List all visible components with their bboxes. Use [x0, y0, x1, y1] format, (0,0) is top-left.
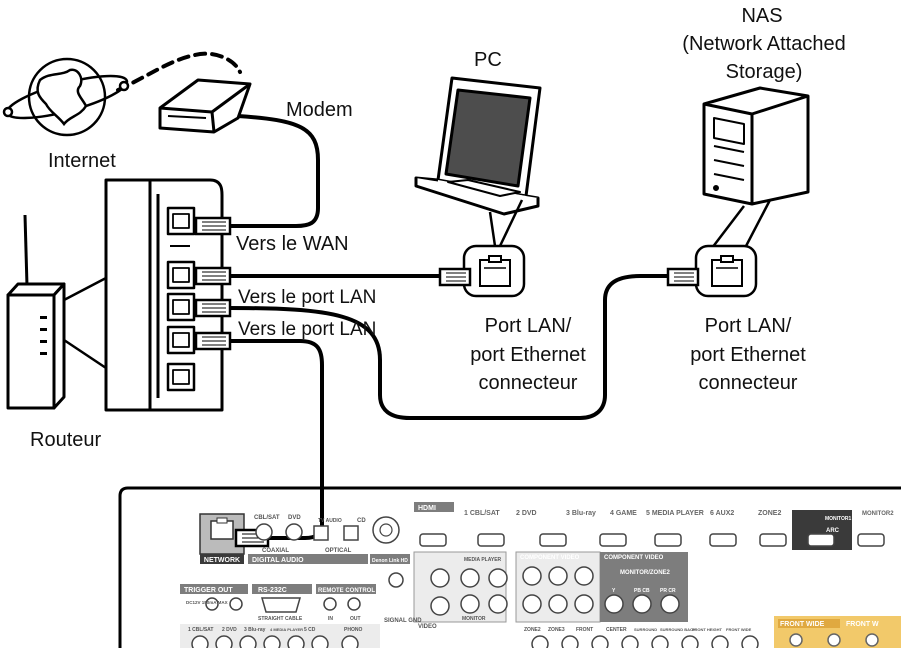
svg-text:VIDEO: VIDEO [418, 624, 437, 630]
svg-text:2 DVD: 2 DVD [222, 627, 237, 633]
hdmi-label: HDMI [418, 505, 436, 512]
internet-dashed-link [116, 51, 242, 92]
svg-text:FRONT WIDE: FRONT WIDE [726, 627, 752, 632]
svg-text:4 MEDIA PLAYER: 4 MEDIA PLAYER [270, 627, 303, 632]
wan-cable [226, 114, 320, 228]
nas-label-3: Storage) [726, 61, 803, 83]
svg-text:MEDIA PLAYER: MEDIA PLAYER [464, 557, 502, 563]
svg-text:PR CR: PR CR [660, 588, 676, 594]
pc-callout [488, 199, 524, 247]
router-zoom-callout [63, 276, 107, 370]
svg-text:DVD: DVD [288, 515, 301, 521]
nas-label-2: (Network Attached [682, 33, 845, 55]
svg-text:PB CB: PB CB [634, 588, 650, 594]
svg-text:3 Blu-ray: 3 Blu-ray [566, 510, 596, 517]
internet-label: Internet [48, 150, 116, 172]
svg-text:ZONE2: ZONE2 [758, 510, 781, 517]
nas-cable-plug [666, 267, 700, 287]
svg-text:MONITOR2: MONITOR2 [862, 511, 894, 517]
to-lan-label-1: Vers le port LAN [238, 287, 376, 308]
svg-text:MONITOR: MONITOR [462, 616, 486, 622]
video-jacks [430, 566, 680, 616]
svg-text:5 MEDIA PLAYER: 5 MEDIA PLAYER [646, 510, 704, 517]
nas-port-label-1: Port LAN/ [705, 315, 792, 337]
svg-text:STRAIGHT CABLE: STRAIGHT CABLE [258, 616, 303, 622]
hdmi-input-ports [419, 533, 885, 547]
nas-icon [702, 86, 810, 206]
router-cable-plugs [194, 216, 232, 351]
digital-audio-label: DIGITAL AUDIO [252, 557, 304, 564]
svg-text:1 CBL/SAT: 1 CBL/SAT [464, 510, 500, 517]
svg-text:ARC: ARC [826, 528, 840, 534]
svg-text:ZONE3: ZONE3 [548, 627, 565, 633]
modem-icon [158, 78, 252, 134]
svg-text:SURROUND BACK: SURROUND BACK [660, 627, 696, 632]
to-lan-label-2: Vers le port LAN [238, 319, 376, 340]
nas-label-1: NAS [741, 5, 782, 27]
svg-text:3 Blu-ray: 3 Blu-ray [244, 627, 266, 633]
pc-port-label-3: connecteur [479, 372, 578, 394]
avr-rear-panel: NETWORK CBL/SAT DVD COAXIAL TV AUDIO CD … [118, 486, 901, 648]
digital-audio-section [255, 523, 359, 541]
pc-ethernet-port [462, 244, 526, 298]
router-port-panel [104, 178, 224, 412]
svg-text:2 DVD: 2 DVD [516, 510, 537, 517]
svg-text:OUT: OUT [350, 616, 361, 622]
avr-lan-cable [226, 339, 324, 540]
nas-callout [711, 199, 772, 249]
pc-port-label-2: port Ethernet [470, 344, 586, 366]
globe-icon [2, 57, 130, 137]
svg-text:CD: CD [357, 518, 366, 524]
cables [116, 51, 674, 540]
svg-text:COMPONENT VIDEO: COMPONENT VIDEO [604, 555, 664, 561]
svg-text:CBL/SAT: CBL/SAT [254, 515, 280, 521]
svg-text:MONITOR1: MONITOR1 [825, 516, 852, 522]
svg-text:IN: IN [328, 616, 333, 622]
svg-text:TRIGGER OUT: TRIGGER OUT [184, 587, 233, 594]
nas-lan-cable [226, 274, 674, 420]
pc-port-label-1: Port LAN/ [485, 315, 572, 337]
nas-port-label-2: port Ethernet [690, 344, 806, 366]
svg-text:DC12V 150mA MAX: DC12V 150mA MAX [186, 600, 228, 605]
svg-text:PHONO: PHONO [344, 627, 362, 633]
svg-text:FRONT WIDE: FRONT WIDE [780, 621, 825, 628]
network-label: NETWORK [204, 557, 240, 564]
svg-text:1 CBL/SAT: 1 CBL/SAT [188, 627, 213, 633]
svg-text:ZONE2: ZONE2 [524, 627, 541, 633]
svg-text:CENTER: CENTER [606, 627, 627, 633]
svg-text:4 GAME: 4 GAME [610, 510, 637, 517]
svg-text:TV AUDIO: TV AUDIO [318, 518, 342, 524]
svg-text:RS-232C: RS-232C [258, 587, 287, 594]
svg-text:FRONT HEIGHT: FRONT HEIGHT [692, 627, 723, 632]
laptop-icon [414, 76, 542, 216]
svg-text:SIGNAL GND: SIGNAL GND [384, 618, 422, 624]
modem-label: Modem [286, 99, 353, 121]
diagram-labels: Internet Modem PC NAS (Network Attached … [30, 5, 846, 451]
svg-text:6 AUX2: 6 AUX2 [710, 510, 734, 517]
svg-text:SURROUND: SURROUND [634, 627, 657, 632]
svg-text:Y: Y [612, 588, 616, 594]
svg-text:Denon Link HD: Denon Link HD [372, 558, 408, 564]
to-wan-label: Vers le WAN [236, 233, 349, 255]
svg-text:FRONT W: FRONT W [846, 621, 879, 628]
svg-text:COMPONENT VIDEO: COMPONENT VIDEO [520, 555, 580, 561]
pc-label: PC [474, 49, 502, 71]
svg-text:MONITOR/ZONE2: MONITOR/ZONE2 [620, 570, 671, 576]
svg-text:5 CD: 5 CD [304, 627, 316, 633]
svg-text:COAXIAL: COAXIAL [262, 548, 289, 554]
router-icon [6, 214, 66, 410]
nas-port-label-3: connecteur [699, 372, 798, 394]
nas-ethernet-port [694, 244, 758, 298]
router-label: Routeur [30, 429, 101, 451]
svg-text:REMOTE CONTROL: REMOTE CONTROL [318, 588, 375, 594]
svg-text:OPTICAL: OPTICAL [325, 548, 352, 554]
pc-cable-plug [438, 267, 472, 287]
svg-text:FRONT: FRONT [576, 627, 593, 633]
